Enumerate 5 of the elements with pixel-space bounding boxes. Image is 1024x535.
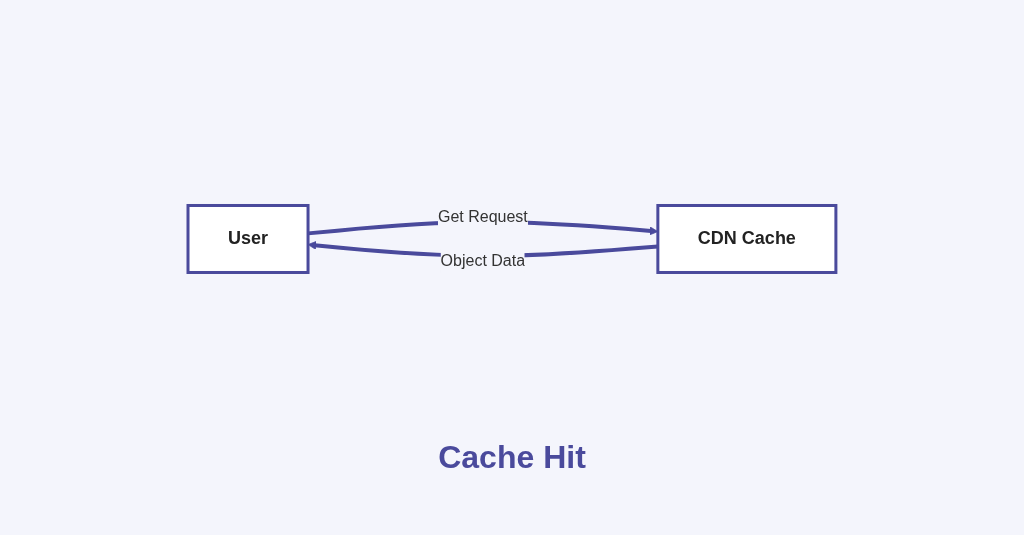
node-box: User	[186, 204, 310, 274]
node-box: CDN Cache	[656, 204, 838, 274]
edge-label: Object Data	[440, 251, 526, 269]
diagram-caption: Cache Hit	[438, 439, 586, 476]
edge-label: Get Request	[438, 208, 528, 225]
